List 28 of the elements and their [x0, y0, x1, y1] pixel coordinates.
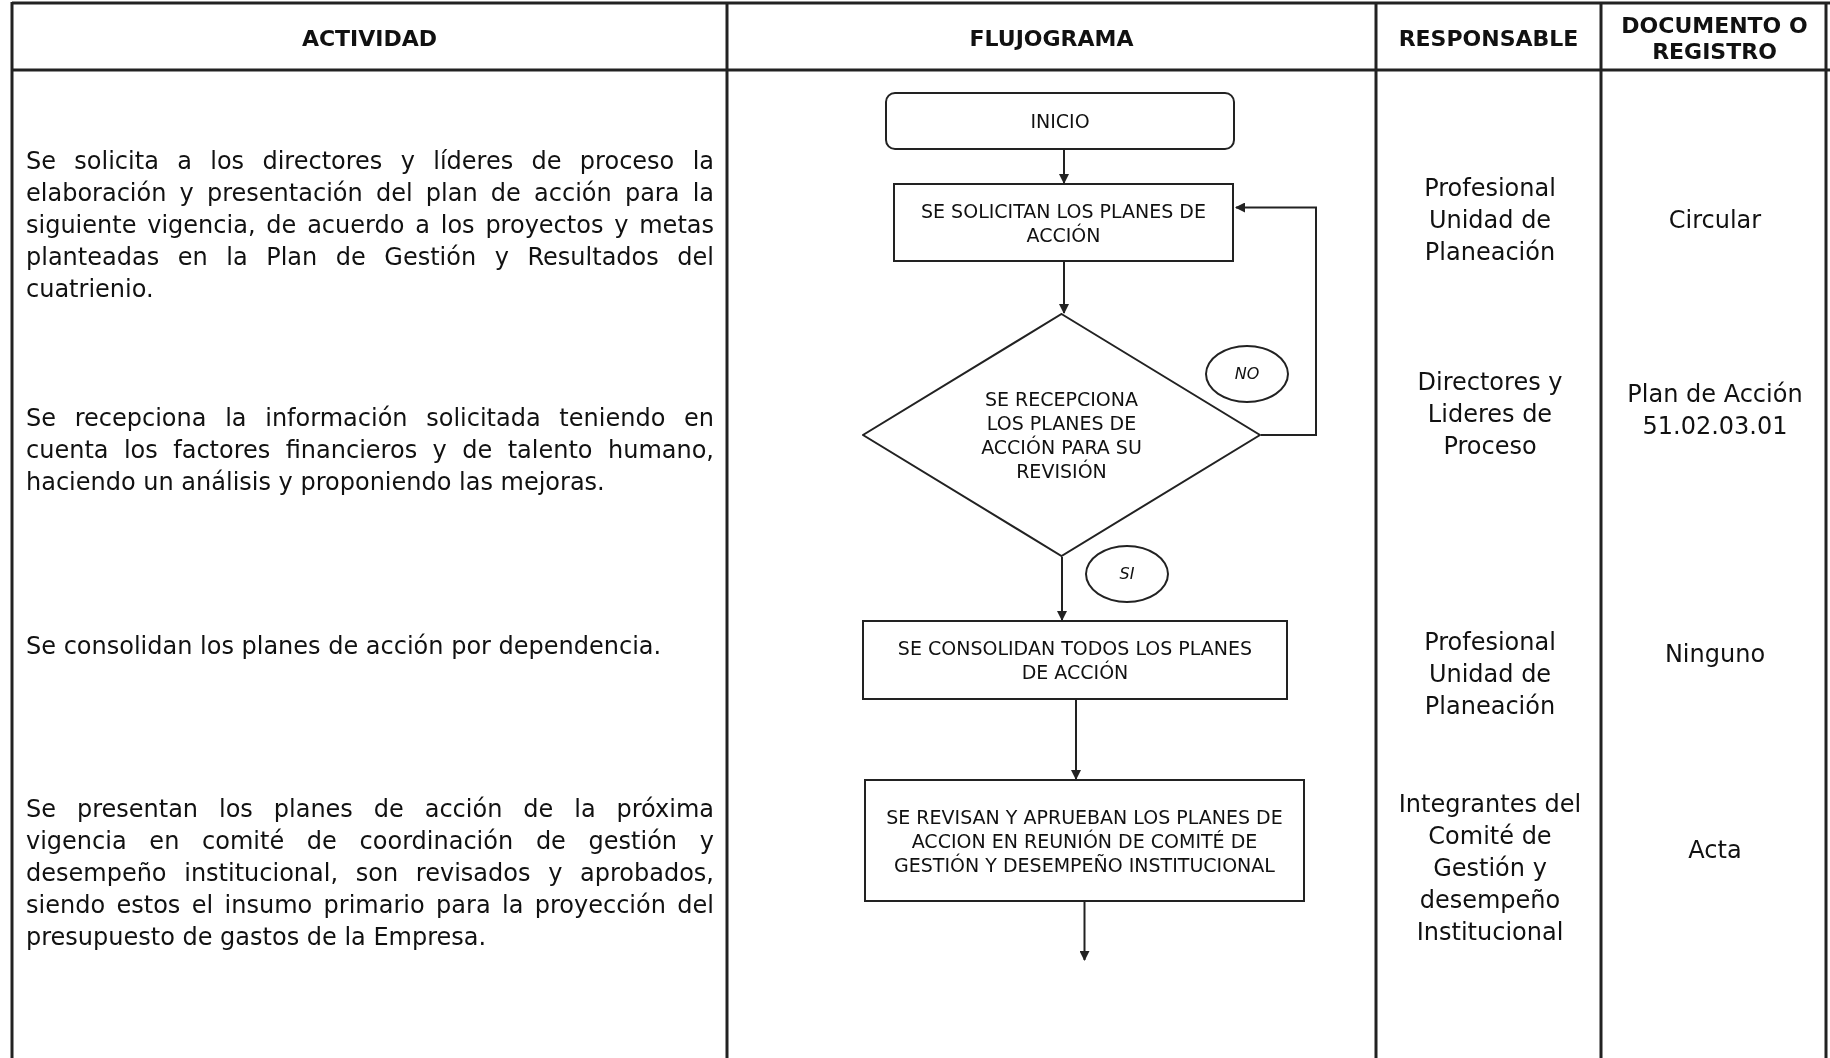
- column-header: DOCUMENTO O REGISTRO: [1620, 13, 1809, 65]
- arrow: [1057, 556, 1067, 621]
- activity-description: Se solicita a los directores y líderes de proceso la elaboración y presentación del plan de acción para la siguiente vigencia, de acuerdo a los proyectos y metas planteadas en la Plan de Gestión y Resultados del cuatrienio.: [26, 146, 714, 305]
- responsible-text: Profesional Unidad de Planeación: [1423, 627, 1557, 722]
- process-box: SE REVISAN Y APRUEBAN LOS PLANES DE ACCION EN REUNIÓN DE COMITÉ DE GESTIÓN Y DESEMPEÑO INSTITUCIONAL: [864, 779, 1305, 902]
- arrow: [1235, 202, 1317, 436]
- responsible-text: Profesional Unidad de Planeación: [1423, 173, 1557, 268]
- column-header: FLUJOGRAMA: [969, 26, 1134, 52]
- arrow: [1079, 901, 1090, 961]
- document-text: Circular: [1667, 205, 1763, 236]
- document-text: Acta: [1687, 835, 1743, 866]
- answer-oval: NO: [1205, 345, 1289, 403]
- arrow: [1071, 699, 1081, 780]
- activity-description: Se consolidan los planes de acción por dependencia.: [26, 631, 663, 662]
- arrow: [1059, 261, 1069, 314]
- arrow: [1059, 149, 1069, 184]
- column-header: RESPONSABLE: [1398, 26, 1579, 52]
- column-header: ACTIVIDAD: [301, 26, 438, 52]
- start-box: INICIO: [885, 92, 1235, 150]
- activity-description: Se presentan los planes de acción de la próxima vigencia en comité de coordinación de gestión y desempeño institucional, son revisados y aprobados, siendo estos el insumo primario para la proyección del presupuesto de gastos de la Empresa.: [26, 794, 714, 953]
- activity-description: Se recepciona la información solicitada teniendo en cuenta los factores financieros y de talento humano, haciendo un análisis y proponiendo las mejoras.: [26, 403, 714, 498]
- responsible-text: Directores y Lideres de Proceso: [1416, 367, 1564, 462]
- responsible-text: Integrantes del Comité de Gestión y desempeño Institucional: [1397, 789, 1583, 948]
- answer-oval: SI: [1085, 545, 1169, 603]
- document-text: Ninguno: [1663, 639, 1767, 670]
- process-box: SE CONSOLIDAN TODOS LOS PLANES DE ACCIÓN: [862, 620, 1288, 700]
- process-box: SE SOLICITAN LOS PLANES DE ACCIÓN: [893, 183, 1234, 262]
- document-text: Plan de Acción 51.02.03.01: [1626, 379, 1804, 442]
